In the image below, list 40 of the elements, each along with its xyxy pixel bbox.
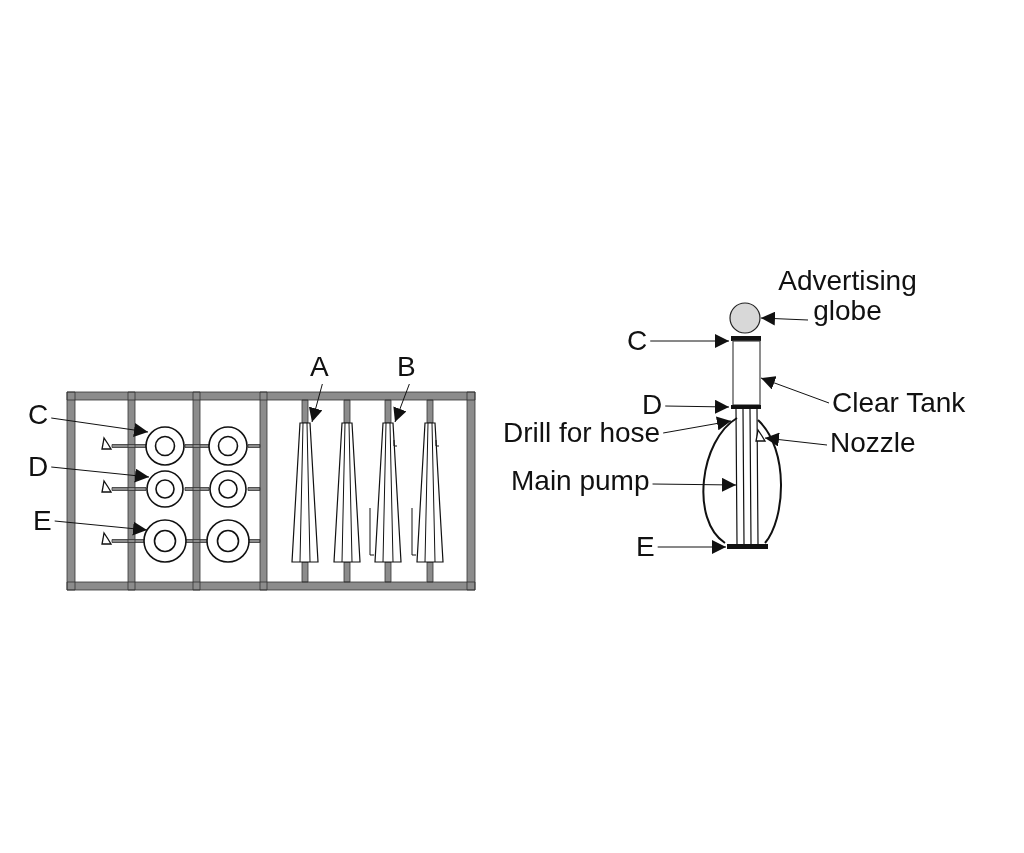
leader-line — [764, 432, 828, 447]
leader-line — [50, 417, 149, 437]
tapered-part — [333, 422, 361, 563]
leader-line — [657, 540, 727, 554]
part-label: A — [310, 352, 329, 382]
part-label: E — [636, 532, 655, 562]
tapered-part — [411, 422, 444, 563]
part-label: D — [642, 390, 663, 420]
part-label: C — [627, 326, 648, 356]
ring-part — [146, 470, 184, 508]
ring-part — [209, 470, 247, 508]
part-label: Clear Tank — [832, 388, 966, 418]
part-label: C — [28, 400, 49, 430]
part-label: B — [397, 352, 416, 382]
leader-line — [649, 334, 730, 348]
leader-line — [662, 416, 732, 434]
leader-line — [664, 399, 730, 414]
ring-part — [143, 519, 187, 563]
part-label: Nozzle — [830, 428, 916, 458]
part-label: E — [33, 506, 52, 536]
leader-line — [760, 311, 809, 326]
leader-line — [50, 466, 150, 483]
disc-part — [731, 405, 761, 409]
leader-line — [54, 520, 148, 536]
tapered-part — [369, 422, 402, 563]
part-label: Drill for hose — [503, 418, 661, 448]
hose-drawing — [702, 417, 782, 544]
part-label: Main pump — [511, 466, 650, 496]
tapered-part — [291, 422, 319, 563]
ring-part — [206, 519, 250, 563]
leader-line — [393, 383, 410, 423]
part-label: Advertising globe — [760, 266, 935, 326]
globe-part — [729, 302, 761, 334]
ring-part — [208, 426, 248, 466]
ring-part — [145, 426, 185, 466]
leader-line — [652, 477, 737, 492]
base-part — [727, 544, 768, 549]
part-label: D — [28, 452, 49, 482]
leader-line — [760, 376, 830, 404]
tank-part — [732, 340, 761, 406]
